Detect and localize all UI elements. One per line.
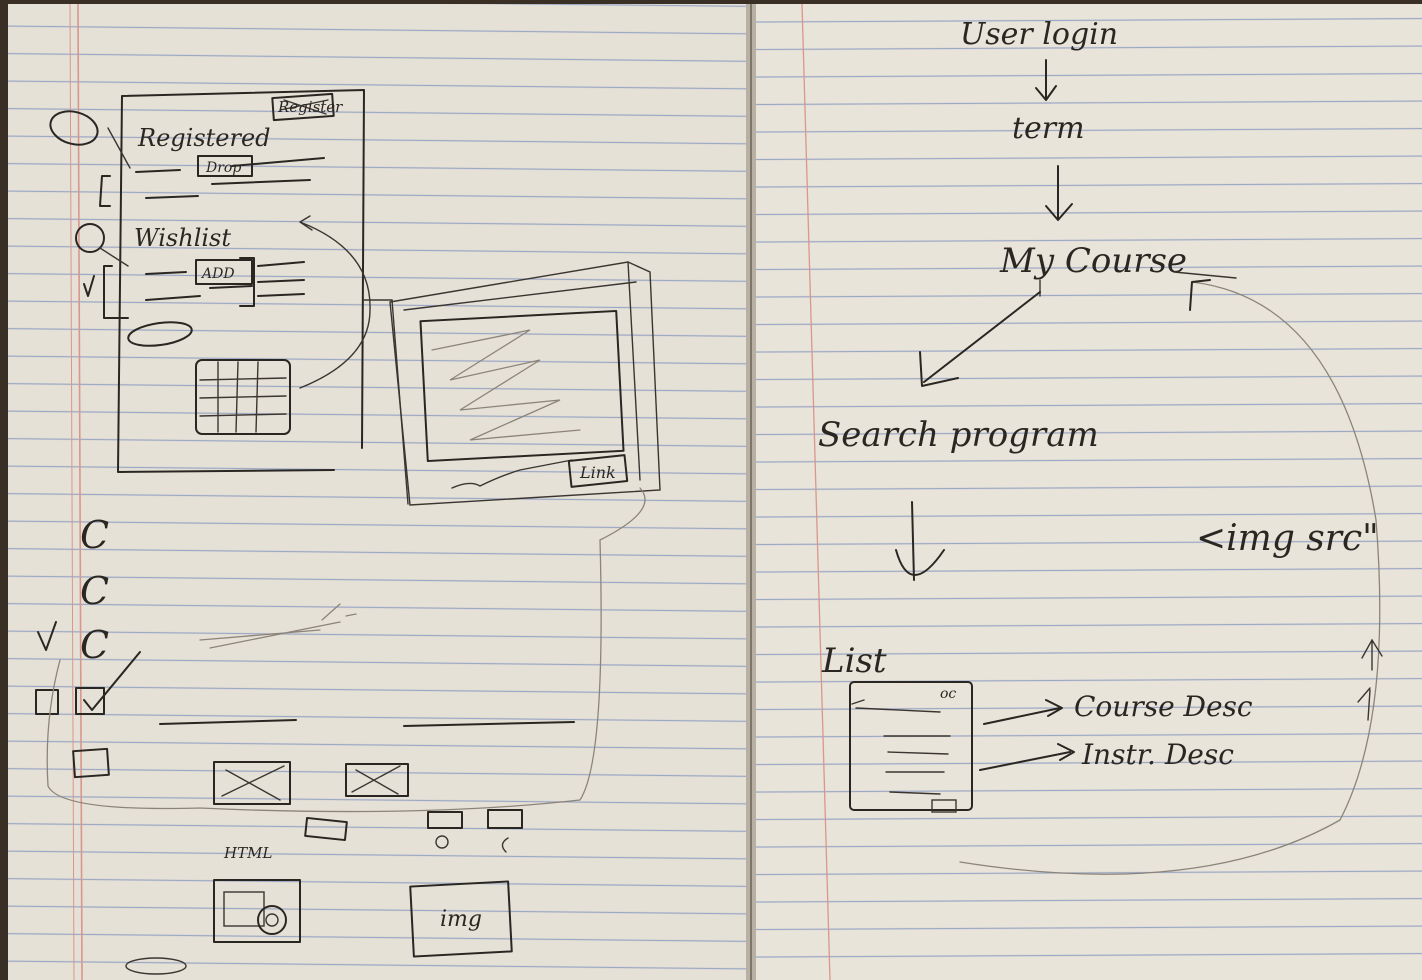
loop-up-arrow [1357, 638, 1383, 721]
registered-bracket [99, 175, 111, 207]
wishlist-label: Wishlist [134, 224, 231, 252]
add-button-label: ADD [200, 266, 235, 282]
flow-arrow-2 [1045, 165, 1073, 221]
wishlist-bracket [103, 265, 129, 319]
image-placeholder-1 [213, 761, 291, 805]
right-margin-line [801, 3, 831, 980]
check-mark-icon [37, 621, 57, 651]
flow-arrow-3 [919, 291, 1041, 387]
checkbox-checked[interactable] [75, 687, 105, 715]
checkbox-empty[interactable] [35, 689, 59, 715]
list-c-1: C [80, 513, 109, 557]
flow-step-1: User login [960, 17, 1118, 52]
left-ruled-lines [8, 4, 750, 980]
pencil-connector [46, 487, 646, 813]
drop-button-label: Drop [205, 160, 241, 176]
left-page [8, 3, 750, 980]
checkbox-list-sketch: C C C [35, 513, 575, 779]
flow-arrow-4 [895, 501, 945, 581]
image-placeholder-2 [345, 763, 409, 797]
img-box: img [409, 880, 513, 958]
checkbox-empty-2[interactable] [72, 747, 110, 779]
link-button[interactable]: Link [567, 454, 629, 488]
right-page [756, 3, 1422, 980]
wireframe-sketch: Register Registered Drop Wishlist ADD [35, 89, 661, 975]
drop-button[interactable]: Drop [197, 155, 253, 177]
html-label: HTML [223, 844, 272, 862]
left-margin-line [77, 3, 83, 980]
register-button-label: Register [277, 98, 343, 116]
list-c-2: C [80, 569, 109, 613]
nav-next-sketch[interactable] [487, 809, 523, 829]
loop-back-line [959, 281, 1381, 875]
list-arrow-1 [983, 699, 1063, 725]
pill-button-sketch[interactable] [127, 319, 193, 350]
list-target-2: Instr. Desc [1081, 738, 1234, 771]
list-c-3: C [80, 623, 109, 667]
nav-prev-sketch[interactable] [427, 811, 463, 829]
link-button-label: Link [579, 463, 616, 482]
register-button[interactable]: Register [271, 92, 343, 122]
list-corner-label: oc [940, 686, 956, 702]
flow-step-3: My Course [999, 241, 1187, 281]
calendar-grid-icon [195, 359, 291, 435]
left-margin-line-2 [69, 3, 75, 980]
registered-label: Registered [137, 124, 271, 152]
wishlist-check-mark [83, 275, 95, 297]
add-button[interactable]: ADD [195, 257, 255, 307]
main-panel-outline [117, 89, 365, 473]
img-src-note: <img src" [1196, 518, 1379, 559]
right-ruled-lines [756, 4, 1422, 980]
list-arrow-2 [979, 743, 1075, 771]
small-button-sketch[interactable] [304, 816, 348, 842]
flow-step-5: List [821, 641, 887, 681]
image-icon-sketch [213, 879, 301, 943]
registered-toggle-icon [49, 110, 99, 146]
flow-step-4: Search program [818, 415, 1099, 455]
list-target-1: Course Desc [1074, 690, 1253, 723]
popup-window-sketch: Link [389, 261, 661, 506]
bottom-oval-sketch [125, 957, 187, 975]
list-window-sketch: oc [849, 681, 973, 813]
wishlist-toggle-icon [75, 223, 105, 253]
img-box-label: img [440, 907, 482, 932]
flow-diagram: User login term My Course Search program… [818, 17, 1383, 875]
flow-step-2: term [1012, 111, 1085, 146]
flow-arrow-1 [1035, 59, 1057, 101]
